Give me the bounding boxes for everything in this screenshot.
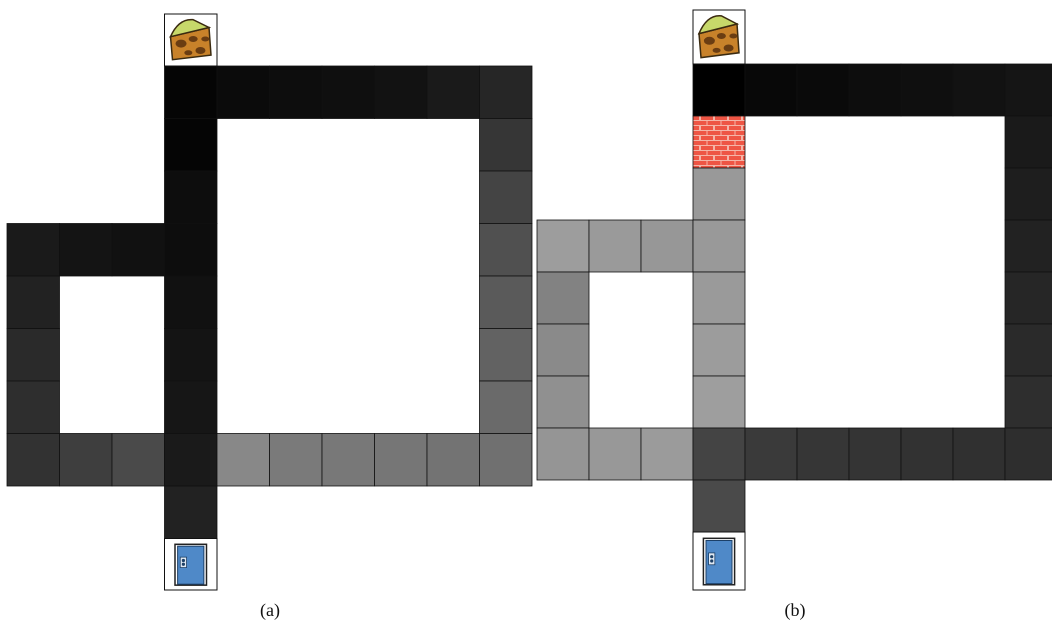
path-cell xyxy=(165,329,218,382)
path-cell xyxy=(693,376,745,428)
path-cell xyxy=(537,220,589,272)
path-cell xyxy=(480,171,533,224)
path-cell xyxy=(165,224,218,277)
path-cell xyxy=(427,434,480,487)
path-cell xyxy=(165,119,218,172)
path-cell xyxy=(693,168,745,220)
path-cell xyxy=(60,224,113,277)
path-cell xyxy=(693,220,745,272)
path-cell xyxy=(480,276,533,329)
path-cell xyxy=(537,376,589,428)
path-cell xyxy=(537,272,589,324)
cheese-icon xyxy=(693,10,745,64)
path-cell xyxy=(1005,428,1052,480)
path-cell xyxy=(322,434,375,487)
path-cell xyxy=(7,329,60,382)
path-cell xyxy=(322,66,375,119)
path-cell xyxy=(165,66,218,119)
path-cell xyxy=(589,220,641,272)
path-cell xyxy=(901,64,953,116)
path-cell xyxy=(112,434,165,487)
path-cell xyxy=(7,224,60,277)
path-cell xyxy=(641,428,693,480)
path-cell xyxy=(745,64,797,116)
path-cell xyxy=(953,64,1005,116)
door-icon xyxy=(165,539,218,591)
maze-panel-a xyxy=(7,14,532,590)
path-cell xyxy=(217,66,270,119)
path-cell xyxy=(165,381,218,434)
cheese-icon xyxy=(165,14,218,66)
path-cell xyxy=(427,66,480,119)
path-cell xyxy=(797,428,849,480)
path-cell xyxy=(480,119,533,172)
path-cell xyxy=(165,276,218,329)
path-cell xyxy=(693,428,745,480)
path-cell xyxy=(693,272,745,324)
path-cell xyxy=(1005,324,1052,376)
path-cell xyxy=(537,324,589,376)
path-cell xyxy=(953,428,1005,480)
path-cell xyxy=(7,276,60,329)
path-cell xyxy=(693,64,745,116)
path-cell xyxy=(537,428,589,480)
path-cell xyxy=(165,171,218,224)
path-cell xyxy=(1005,168,1052,220)
path-cell xyxy=(589,428,641,480)
path-cell xyxy=(1005,220,1052,272)
path-cell xyxy=(641,220,693,272)
path-cell xyxy=(480,224,533,277)
path-cell xyxy=(375,66,428,119)
panel-a-caption: (a) xyxy=(240,600,300,621)
path-cell xyxy=(693,480,745,532)
path-cell xyxy=(849,64,901,116)
path-cell xyxy=(60,434,113,487)
path-cell xyxy=(745,428,797,480)
path-cell xyxy=(480,66,533,119)
path-cell xyxy=(112,224,165,277)
path-cell xyxy=(375,434,428,487)
path-cell xyxy=(270,434,323,487)
path-cell xyxy=(7,434,60,487)
wall-cell xyxy=(693,116,745,168)
path-cell xyxy=(270,66,323,119)
path-cell xyxy=(849,428,901,480)
path-cell xyxy=(901,428,953,480)
path-cell xyxy=(480,329,533,382)
path-cell xyxy=(1005,116,1052,168)
path-cell xyxy=(165,486,218,539)
path-cell xyxy=(1005,376,1052,428)
path-cell xyxy=(165,434,218,487)
path-cell xyxy=(1005,64,1052,116)
panel-b-caption: (b) xyxy=(765,600,825,621)
path-cell xyxy=(693,324,745,376)
path-cell xyxy=(1005,272,1052,324)
path-cell xyxy=(217,434,270,487)
path-cell xyxy=(7,381,60,434)
door-icon xyxy=(693,532,745,590)
path-cell xyxy=(480,434,533,487)
path-cell xyxy=(480,381,533,434)
path-cell xyxy=(797,64,849,116)
maze-panel-b xyxy=(537,10,1052,590)
